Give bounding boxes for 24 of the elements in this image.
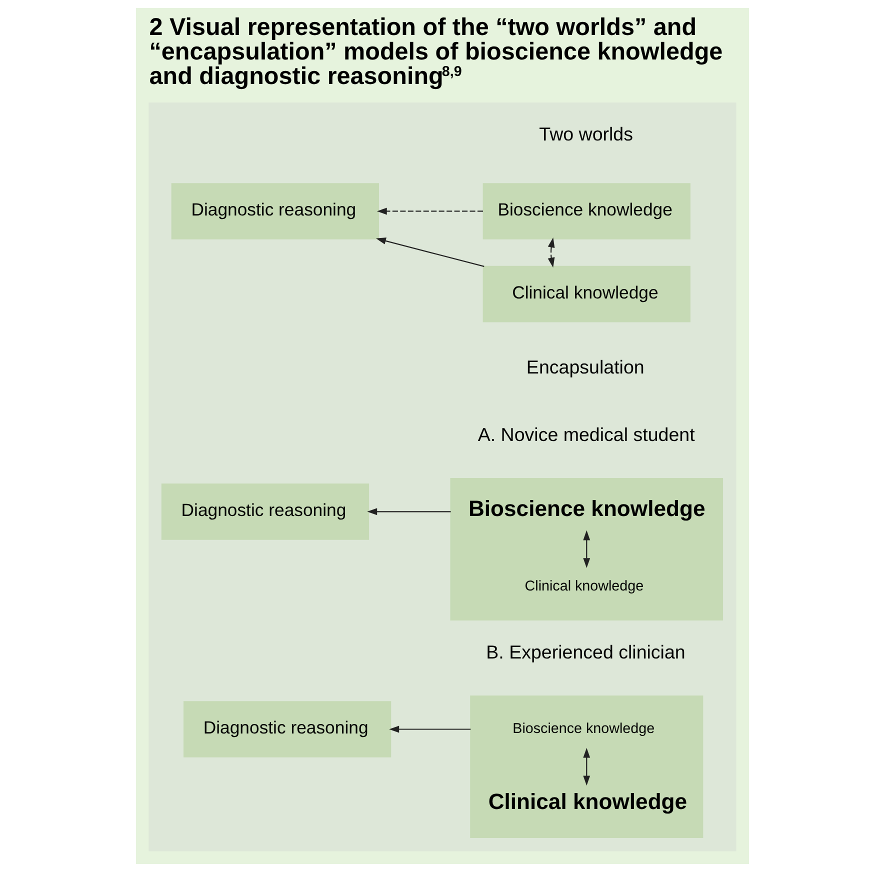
- node-box: Diagnostic reasoning: [183, 701, 391, 758]
- cluster: [148, 102, 736, 852]
- diagram-title: 2 Visual representation of the “two worlds” and “encapsulation” models of bioscience knowledge and diagnostic reasoning$^{8,9}$: [148, 14, 722, 90]
- arrow: [366, 508, 450, 516]
- arrow: [388, 726, 470, 733]
- node-box: Diagnostic reasoning: [160, 484, 369, 540]
- node-text: Clinical knowledge: [488, 788, 687, 814]
- node-box: Clinical knowledge: [482, 266, 690, 322]
- node-text: Bioscience knowledge: [468, 496, 705, 522]
- label: A. Novice medical student: [477, 424, 694, 446]
- arrow: [375, 238, 484, 267]
- label: Encapsulation: [526, 356, 644, 378]
- node-text: Bioscience knowledge: [512, 721, 654, 737]
- node-box: Bioscience knowledge: [482, 183, 690, 240]
- cluster: [450, 478, 723, 620]
- label: B. Experienced clinician: [486, 642, 685, 663]
- cluster: [470, 696, 703, 838]
- arrow: [582, 530, 590, 568]
- arrow: [582, 748, 590, 786]
- arrow: [376, 208, 483, 215]
- node-box: Diagnostic reasoning: [170, 183, 378, 240]
- arrow: [547, 238, 554, 268]
- label: Two worlds: [538, 124, 633, 145]
- node-text: Clinical knowledge: [524, 578, 644, 595]
